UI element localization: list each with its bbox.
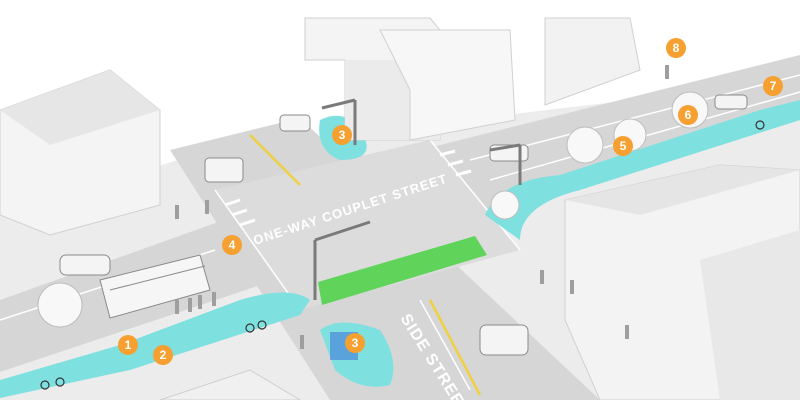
marker-group: 1 2 3 3 4 5 6 7 [118, 38, 783, 365]
marker-label: 3 [339, 128, 346, 142]
car [204, 157, 244, 183]
building-top-mid [379, 29, 516, 141]
marker-circle [222, 235, 242, 255]
cycle-track-right [485, 100, 800, 240]
marker-label: 4 [229, 238, 236, 252]
building-top-right [544, 17, 641, 106]
pedestrian [175, 205, 179, 219]
lane-lines [0, 74, 800, 391]
tree [490, 190, 520, 220]
marker-label: 8 [673, 41, 680, 55]
marker-circle [613, 136, 633, 156]
marker-label: 7 [770, 79, 777, 93]
marker-label: 2 [160, 348, 167, 362]
pedestrian [188, 298, 192, 312]
marker-3-top[interactable]: 3 [332, 125, 352, 145]
cycle-track-left [0, 292, 310, 398]
pedestrian [665, 65, 669, 79]
crosswalks [224, 149, 472, 227]
marker-label: 6 [685, 108, 692, 122]
traffic-signals [313, 98, 522, 300]
yellow-center-lines [249, 134, 482, 396]
cyclists [40, 120, 765, 390]
marker-label: 1 [125, 338, 132, 352]
marker-circle [345, 333, 365, 353]
tree [37, 282, 83, 328]
pedestrian [540, 270, 544, 284]
marker-circle [118, 335, 138, 355]
marker-circle [153, 345, 173, 365]
building-bottom-right-block [700, 230, 800, 400]
building-left-roof [0, 70, 160, 145]
green-bike-crossing [318, 236, 487, 305]
pedestrian [625, 325, 629, 339]
marker-8[interactable]: 8 [666, 38, 686, 58]
pedestrian [300, 335, 304, 349]
marker-5[interactable]: 5 [613, 136, 633, 156]
marker-circle [332, 125, 352, 145]
marker-2[interactable]: 2 [153, 345, 173, 365]
marker-label: 5 [620, 139, 627, 153]
marker-3-bottom[interactable]: 3 [345, 333, 365, 353]
marker-label: 3 [352, 336, 359, 350]
pedestrian [198, 295, 202, 309]
pedestrian [212, 292, 216, 306]
marker-circle [763, 76, 783, 96]
marker-6[interactable]: 6 [678, 105, 698, 125]
building-bottom-left [159, 369, 301, 400]
pedestrians [175, 65, 669, 349]
marker-circle [678, 105, 698, 125]
building-bottom-right-roof [565, 165, 800, 215]
tree [566, 126, 604, 164]
car [279, 114, 311, 132]
marker-4[interactable]: 4 [222, 235, 242, 255]
car [714, 94, 748, 110]
buildings [0, 17, 800, 400]
pedestrian [570, 280, 574, 294]
car [59, 254, 111, 276]
pedestrian [205, 200, 209, 214]
pedestrian [175, 300, 179, 314]
marker-7[interactable]: 7 [763, 76, 783, 96]
marker-circle [666, 38, 686, 58]
marker-1[interactable]: 1 [118, 335, 138, 355]
bus [99, 254, 211, 319]
car [479, 324, 529, 356]
